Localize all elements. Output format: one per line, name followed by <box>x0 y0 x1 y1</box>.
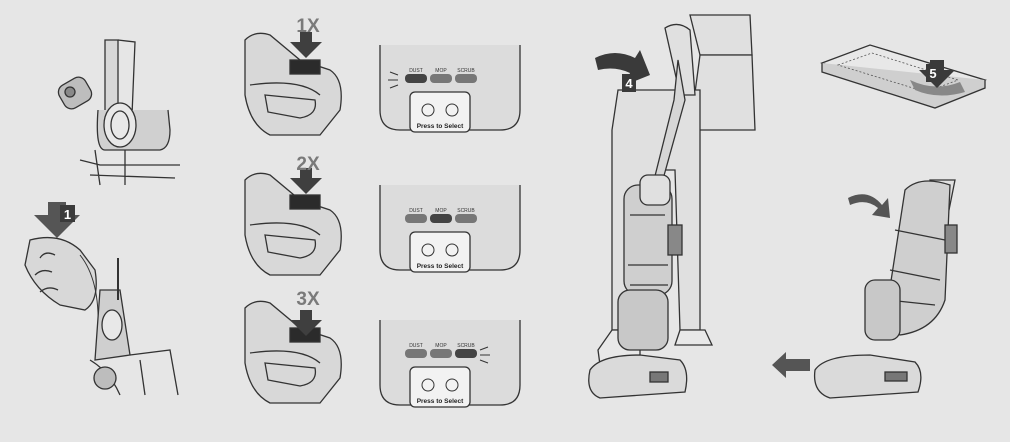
mode-light-mop <box>430 214 452 223</box>
step-4-number: 4 <box>625 76 633 91</box>
tank-filling-illustration <box>24 236 179 396</box>
step-1-number: 1 <box>64 207 71 222</box>
mode-label-dust: DUST <box>409 68 423 74</box>
mode-label-dust: DUST <box>409 208 423 214</box>
panel-state-mop: DUST MOP SCRUB Press to Select <box>379 185 521 273</box>
mode-label-mop: MOP <box>435 68 447 74</box>
upright-mop-illustration <box>588 23 696 399</box>
tilted-mop-illustration <box>813 179 958 399</box>
mode-label-scrub: SCRUB <box>457 68 475 74</box>
push-left-arrow <box>772 352 810 378</box>
tank-cap-removal-illustration <box>57 39 180 186</box>
mop-pad-illustration <box>820 44 987 109</box>
select-button-label-1: Press to Select <box>417 123 464 130</box>
handle-press-2-illustration: 2X <box>244 154 342 276</box>
mode-label-dust: DUST <box>409 343 423 349</box>
select-button-label-3: Press to Select <box>417 398 464 405</box>
panel-state-dust: DUST MOP SCRUB Press to Select <box>379 45 521 133</box>
mode-light-scrub <box>455 349 477 358</box>
mode-label-mop: MOP <box>435 343 447 349</box>
press-label-2: 2X <box>296 154 320 175</box>
handle-press-3-illustration: 3X <box>244 289 342 404</box>
panel-state-scrub: DUST MOP SCRUB Press to Select <box>379 320 521 408</box>
step-1-arrow <box>34 202 80 238</box>
step-4-arrow <box>595 50 650 85</box>
step-1-badge: 1 <box>60 205 75 222</box>
mode-label-scrub: SCRUB <box>457 343 475 349</box>
press-label-1: 1X <box>296 16 320 37</box>
mode-light-dust <box>405 74 427 83</box>
press-label-3: 3X <box>296 289 320 310</box>
step-5-badge: 5 <box>926 64 940 82</box>
step-5-number: 5 <box>929 66 936 81</box>
mode-label-scrub: SCRUB <box>457 208 475 214</box>
tilt-back-arrow <box>848 194 890 218</box>
mode-label-mop: MOP <box>435 208 447 214</box>
handle-press-1-illustration: 1X <box>244 16 342 136</box>
step-4-badge: 4 <box>622 74 636 92</box>
press-sequence: 1X 2X 3X <box>244 16 342 404</box>
select-button-label-2: Press to Select <box>417 263 464 270</box>
